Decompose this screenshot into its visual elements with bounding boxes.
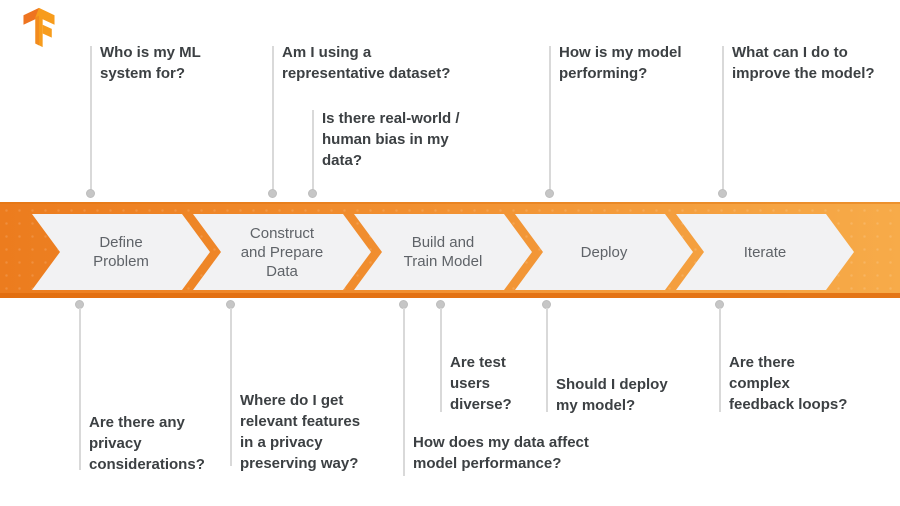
question-top: Is there real-world / human bias in my d… [322, 110, 460, 169]
connector-line [719, 308, 721, 412]
question-top: How is my model performing? [559, 44, 682, 82]
connector-line [549, 46, 551, 190]
stage-label: Define Problem [93, 234, 149, 270]
question-bottom: Are test users diverse? [450, 354, 512, 413]
connector-line [440, 308, 442, 412]
question-top: Who is my ML system for? [100, 44, 201, 82]
connector-dot [268, 189, 277, 198]
pipeline-band: Define Problem Construct and Prepare Dat… [0, 202, 900, 298]
stage-chevron-define-problem: Define Problem [32, 214, 210, 290]
connector-dot [308, 189, 317, 198]
connector-line [79, 308, 81, 470]
stage-label: Iterate [743, 243, 787, 261]
connector-line [272, 46, 274, 190]
stage-chevron-build-train-model: Build and Train Model [354, 214, 532, 290]
tensorflow-logo-icon [23, 7, 55, 48]
stage-label: Construct and Prepare Data [240, 224, 324, 280]
connector-line [90, 46, 92, 190]
stage-label: Deploy [580, 243, 628, 261]
question-bottom: Are there complex feedback loops? [729, 354, 848, 413]
question-top: What can I do to improve the model? [732, 44, 875, 82]
connector-dot [718, 189, 727, 198]
connector-line [312, 110, 314, 190]
connector-dot [545, 189, 554, 198]
question-bottom: How does my data affect model performanc… [413, 434, 589, 472]
question-top: Am I using a representative dataset? [282, 44, 451, 82]
stage-chevron-iterate: Iterate [676, 214, 854, 290]
connector-line [546, 308, 548, 412]
stage-label: Build and Train Model [403, 234, 483, 270]
stage-chevron-deploy: Deploy [515, 214, 693, 290]
connector-line [722, 46, 724, 190]
question-bottom: Are there any privacy considerations? [89, 414, 205, 473]
stage-chevron-construct-prepare-data: Construct and Prepare Data [193, 214, 371, 290]
connector-dot [86, 189, 95, 198]
question-bottom: Should I deploy my model? [556, 376, 668, 414]
connector-line [230, 308, 232, 466]
question-bottom: Where do I get relevant features in a pr… [240, 392, 361, 472]
connector-line [403, 308, 405, 476]
